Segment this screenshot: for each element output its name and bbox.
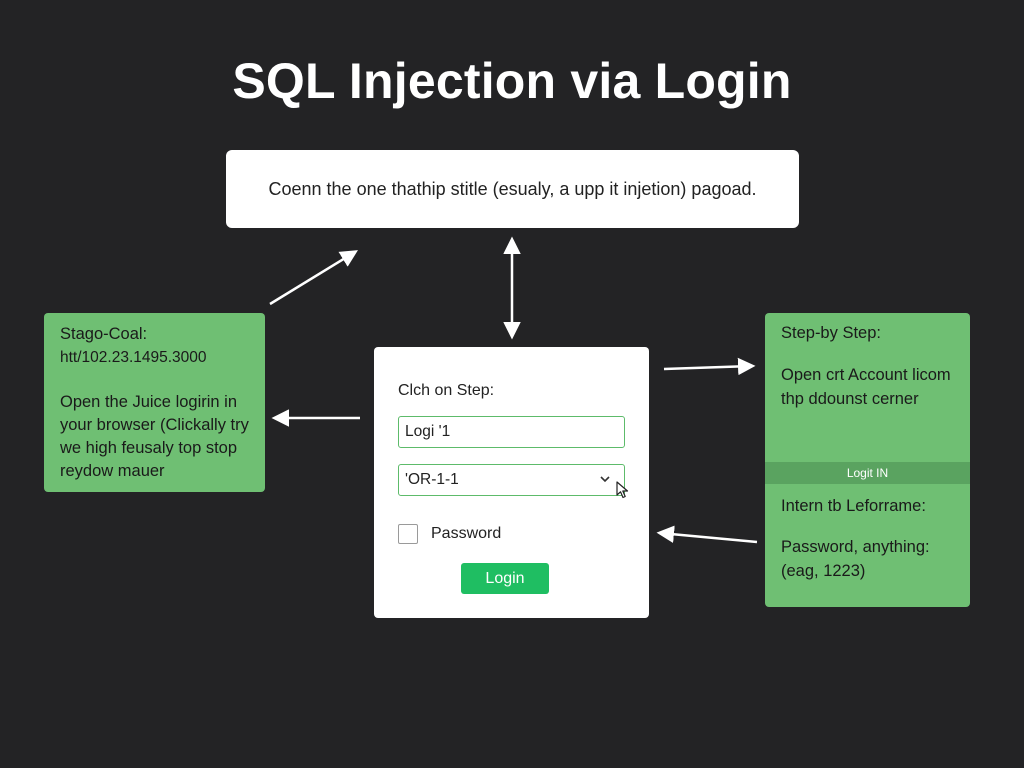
stage-goal-url: htt/102.23.1495.3000 bbox=[60, 349, 207, 366]
payload-instruction-box: Coenn the one thathip stitle (esualy, a … bbox=[226, 150, 799, 228]
password-hint-text: Password, anything: (eag, 1223) bbox=[781, 538, 930, 580]
stage-goal-text: Open the Juice logirin in your browser (… bbox=[60, 393, 249, 480]
payload-select[interactable]: 'OR-1-1 bbox=[398, 464, 625, 496]
chevron-down-icon bbox=[600, 476, 610, 483]
step-by-step-text: Open crt Account licom thp ddounst cerne… bbox=[781, 366, 951, 408]
password-checkbox[interactable] bbox=[398, 524, 418, 544]
payload-select-value: 'OR-1-1 bbox=[405, 471, 459, 488]
login-in-bar-label: Logit IN bbox=[846, 466, 889, 480]
login-in-bar: Logit IN bbox=[765, 462, 970, 484]
username-input[interactable] bbox=[398, 416, 625, 448]
arrow-right-to-card bbox=[656, 525, 758, 544]
login-form-card: Clch on Step: 'OR-1-1 Password Login bbox=[374, 347, 649, 618]
step-by-step-heading: Step-by Step: bbox=[781, 324, 881, 342]
step-by-step-panel: Step-by Step: Open crt Account licom thp… bbox=[765, 313, 970, 607]
payload-instruction-text: Coenn the one thathip stitle (esualy, a … bbox=[268, 178, 757, 199]
arrow-card-to-right bbox=[663, 357, 756, 376]
stage-goal-panel: Stago-Coal: htt/102.23.1495.3000 Open th… bbox=[44, 313, 265, 492]
page-title: SQL Injection via Login bbox=[232, 53, 792, 109]
mouse-cursor-icon bbox=[616, 481, 629, 499]
login-prompt: Clch on Step: bbox=[398, 382, 495, 399]
login-button[interactable]: Login bbox=[461, 563, 549, 594]
arrow-left-to-top bbox=[269, 250, 358, 306]
password-checkbox-label: Password bbox=[431, 525, 502, 542]
stage-goal-heading: Stago-Coal: bbox=[60, 325, 148, 343]
intern-heading: Intern tb Leforrame: bbox=[781, 497, 926, 515]
